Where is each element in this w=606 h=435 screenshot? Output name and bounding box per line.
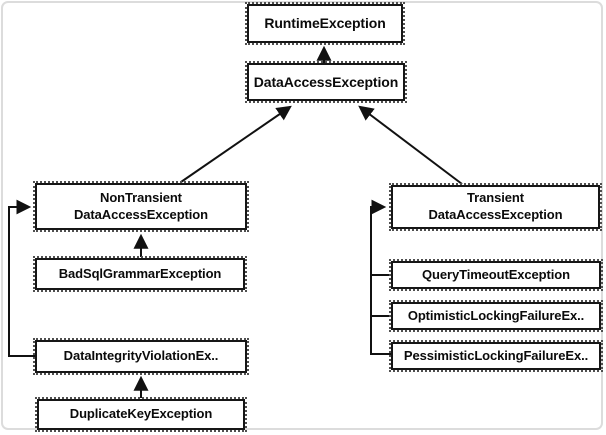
arrow-dataintegrity-to-nontransient — [8, 199, 35, 357]
node-duplicate-key-exception: DuplicateKeyException — [35, 397, 247, 432]
node-pessimistic-locking-failure-exception: PessimisticLockingFailureEx.. — [389, 340, 603, 372]
arrow-rightbus-to-transient — [370, 199, 391, 355]
arrow-nontransient-to-dataaccess — [180, 105, 292, 183]
node-transient-data-access-exception: Transient DataAccessException — [389, 183, 602, 231]
node-data-integrity-violation-exception: DataIntegrityViolationEx.. — [33, 338, 249, 375]
node-runtime-exception: RuntimeException — [245, 2, 405, 45]
node-query-timeout-exception: QueryTimeoutException — [389, 259, 603, 291]
node-optimistic-locking-failure-exception: OptimisticLockingFailureEx.. — [389, 300, 603, 332]
node-data-access-exception: DataAccessException — [245, 61, 407, 103]
arrow-transient-to-dataaccess — [358, 105, 463, 185]
node-nontransient-data-access-exception: NonTransient DataAccessException — [33, 181, 249, 232]
node-bad-sql-grammar-exception: BadSqlGrammarException — [33, 256, 247, 292]
